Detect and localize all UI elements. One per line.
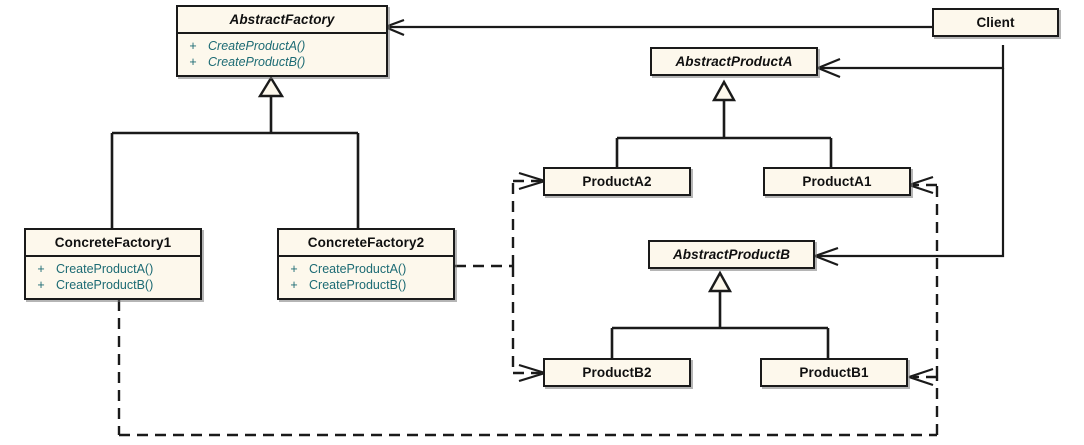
member-label: CreateProductB() [56,278,154,292]
class-title-product-b2: ProductB2 [582,365,652,380]
inheritance-triangle-abstractproducta [711,79,737,102]
class-box-product-a2[interactable]: ProductA2 [543,167,691,196]
class-box-product-b1[interactable]: ProductB1 [760,358,908,387]
class-title-abstract-factory: AbstractFactory [229,12,335,27]
inheritance-triangle-abstractfactory [257,75,285,98]
class-box-abstract-product-a[interactable]: AbstractProductA [650,47,818,76]
member-row: + CreateProductA() [279,261,453,277]
open-arrowhead-abstractproductb [814,246,839,267]
dependency-concretefactory1-to-products [117,183,939,437]
class-box-abstract-product-b[interactable]: AbstractProductB [648,240,815,269]
generalization-producta-to-abstractproducta [615,79,833,167]
class-title-client: Client [976,15,1015,30]
class-box-concrete-factory-2[interactable]: ConcreteFactory2 + CreateProductA() + Cr… [277,228,455,300]
open-arrowhead-abstractfactory [384,18,405,37]
visibility-marker: + [37,278,45,292]
member-label: CreateProductB() [309,278,407,292]
class-box-product-b2[interactable]: ProductB2 [543,358,691,387]
member-label: CreateProductA() [56,262,154,276]
class-box-abstract-factory[interactable]: AbstractFactory + CreateProductA() + Cre… [176,5,388,77]
member-row: + CreateProductA() [26,261,200,277]
class-title-concrete-factory-2: ConcreteFactory2 [307,235,425,250]
class-title-product-a1: ProductA1 [802,174,872,189]
dependency-arrowheads-concretefactory1 [908,175,934,387]
open-arrowhead-abstractproducta [817,57,841,79]
compartment-divider [178,32,386,34]
member-row: + CreateProductB() [279,277,453,293]
generalization-productb-to-abstractproductb [610,270,830,358]
class-title-product-a2: ProductA2 [582,174,652,189]
member-label: CreateProductA() [309,262,407,276]
class-box-product-a1[interactable]: ProductA1 [763,167,911,196]
dependency-concretefactory2-to-products [455,179,541,375]
member-row: + CreateProductA() [178,38,386,54]
inheritance-triangle-abstractproductb [707,270,733,293]
class-box-concrete-factory-1[interactable]: ConcreteFactory1 + CreateProductA() + Cr… [24,228,202,300]
dependency-arrowheads-concretefactory2 [518,171,546,383]
association-client-to-abstractproducta [817,45,1005,79]
member-label: CreateProductB() [208,55,306,69]
member-label: CreateProductA() [208,39,306,53]
compartment-divider [279,255,453,257]
association-client-to-abstractproductb [814,68,1005,267]
members-concrete-factory-2: + CreateProductA() + CreateProductB() [279,257,453,298]
class-title-product-b1: ProductB1 [799,365,869,380]
members-concrete-factory-1: + CreateProductA() + CreateProductB() [26,257,200,298]
class-title-concrete-factory-1: ConcreteFactory1 [54,235,172,250]
visibility-marker: + [290,278,298,292]
visibility-marker: + [189,39,197,53]
member-row: + CreateProductB() [26,277,200,293]
visibility-marker: + [290,262,298,276]
visibility-marker: + [37,262,45,276]
generalization-concretefactories-to-abstractfactory [110,75,360,228]
class-box-client[interactable]: Client [932,8,1059,37]
compartment-divider [26,255,200,257]
member-row: + CreateProductB() [178,54,386,70]
association-client-to-abstractfactory [384,18,932,37]
class-title-abstract-product-a: AbstractProductA [675,54,793,69]
members-abstract-factory: + CreateProductA() + CreateProductB() [178,34,386,75]
class-title-abstract-product-b: AbstractProductB [672,247,791,262]
visibility-marker: + [189,55,197,69]
